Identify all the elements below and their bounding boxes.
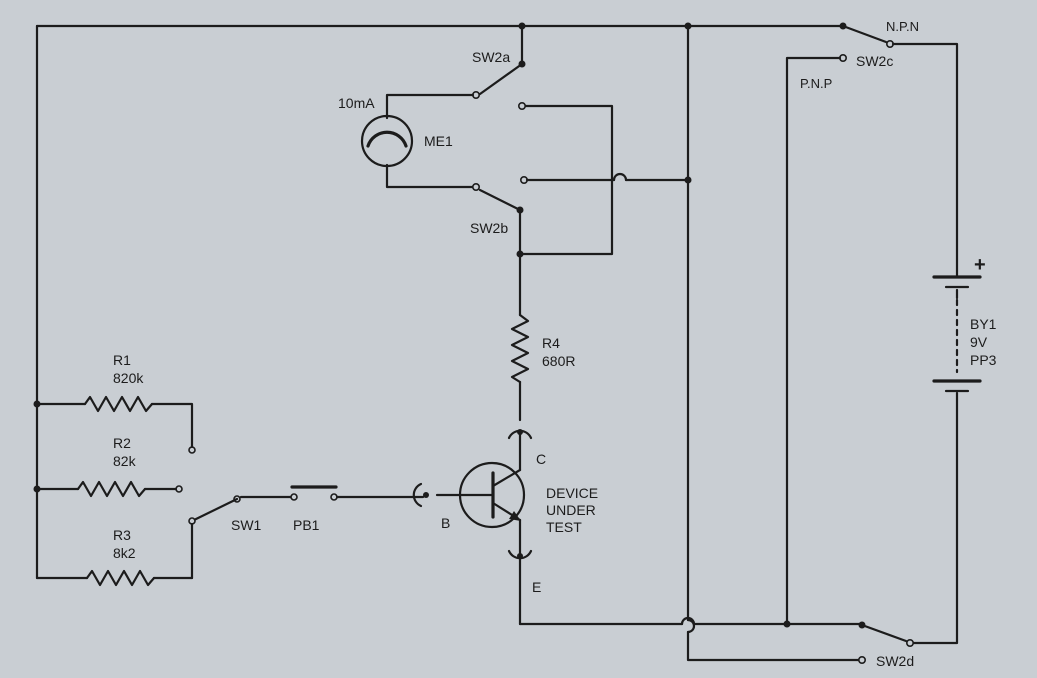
- battery-type: PP3: [970, 352, 997, 368]
- meter-me1: 10mA ME1: [338, 93, 475, 189]
- battery-voltage: 9V: [970, 334, 988, 350]
- meter-label: ME1: [424, 133, 453, 149]
- r4-value: 680R: [542, 353, 575, 369]
- sw2c-label: SW2c: [856, 53, 893, 69]
- switch-sw2a: SW2a: [471, 24, 526, 111]
- switch-sw2c: N.P.N P.N.P SW2c: [785, 19, 919, 626]
- r1-value: 820k: [113, 370, 144, 386]
- dut-line3: TEST: [546, 519, 582, 535]
- r3-value: 8k2: [113, 545, 136, 561]
- dut-line1: DEVICE: [546, 485, 598, 501]
- pb1-label: PB1: [293, 517, 320, 533]
- switch-links: [516, 104, 692, 258]
- npn-label: N.P.N: [886, 19, 919, 34]
- collector-label: C: [536, 451, 546, 467]
- switch-sw2b: SW2b: [470, 176, 528, 236]
- base-label: B: [441, 515, 450, 531]
- r2-value: 82k: [113, 453, 137, 469]
- r4-label: R4: [542, 335, 560, 351]
- meter-range-label: 10mA: [338, 95, 375, 111]
- r1-label: R1: [113, 352, 131, 368]
- battery-by1: + BY1 9V PP3: [891, 42, 997, 645]
- pnp-label: P.N.P: [800, 76, 832, 91]
- resistor-r4: R4 680R: [510, 252, 575, 422]
- resistor-r3: R3 8k2: [35, 527, 194, 587]
- r2-label: R2: [113, 435, 131, 451]
- battery-plus-label: +: [974, 254, 986, 276]
- sw2b-label: SW2b: [470, 220, 508, 236]
- pushbutton-pb1: PB1: [239, 485, 425, 533]
- sw2a-label: SW2a: [472, 49, 510, 65]
- bus-688: [686, 24, 866, 664]
- r3-label: R3: [113, 527, 131, 543]
- sw1-label: SW1: [231, 517, 262, 533]
- switch-sw1: SW1: [175, 446, 262, 580]
- switch-sw2d: SW2d: [860, 623, 914, 669]
- resistor-r1: R1 820k: [33, 352, 194, 449]
- emitter-label: E: [532, 579, 541, 595]
- sw2d-label: SW2d: [876, 653, 914, 669]
- device-under-test: C E B DEVICE UNDER TEST: [412, 429, 598, 626]
- dut-line2: UNDER: [546, 502, 596, 518]
- resistor-r2: R2 82k: [33, 435, 178, 498]
- battery-name: BY1: [970, 316, 997, 332]
